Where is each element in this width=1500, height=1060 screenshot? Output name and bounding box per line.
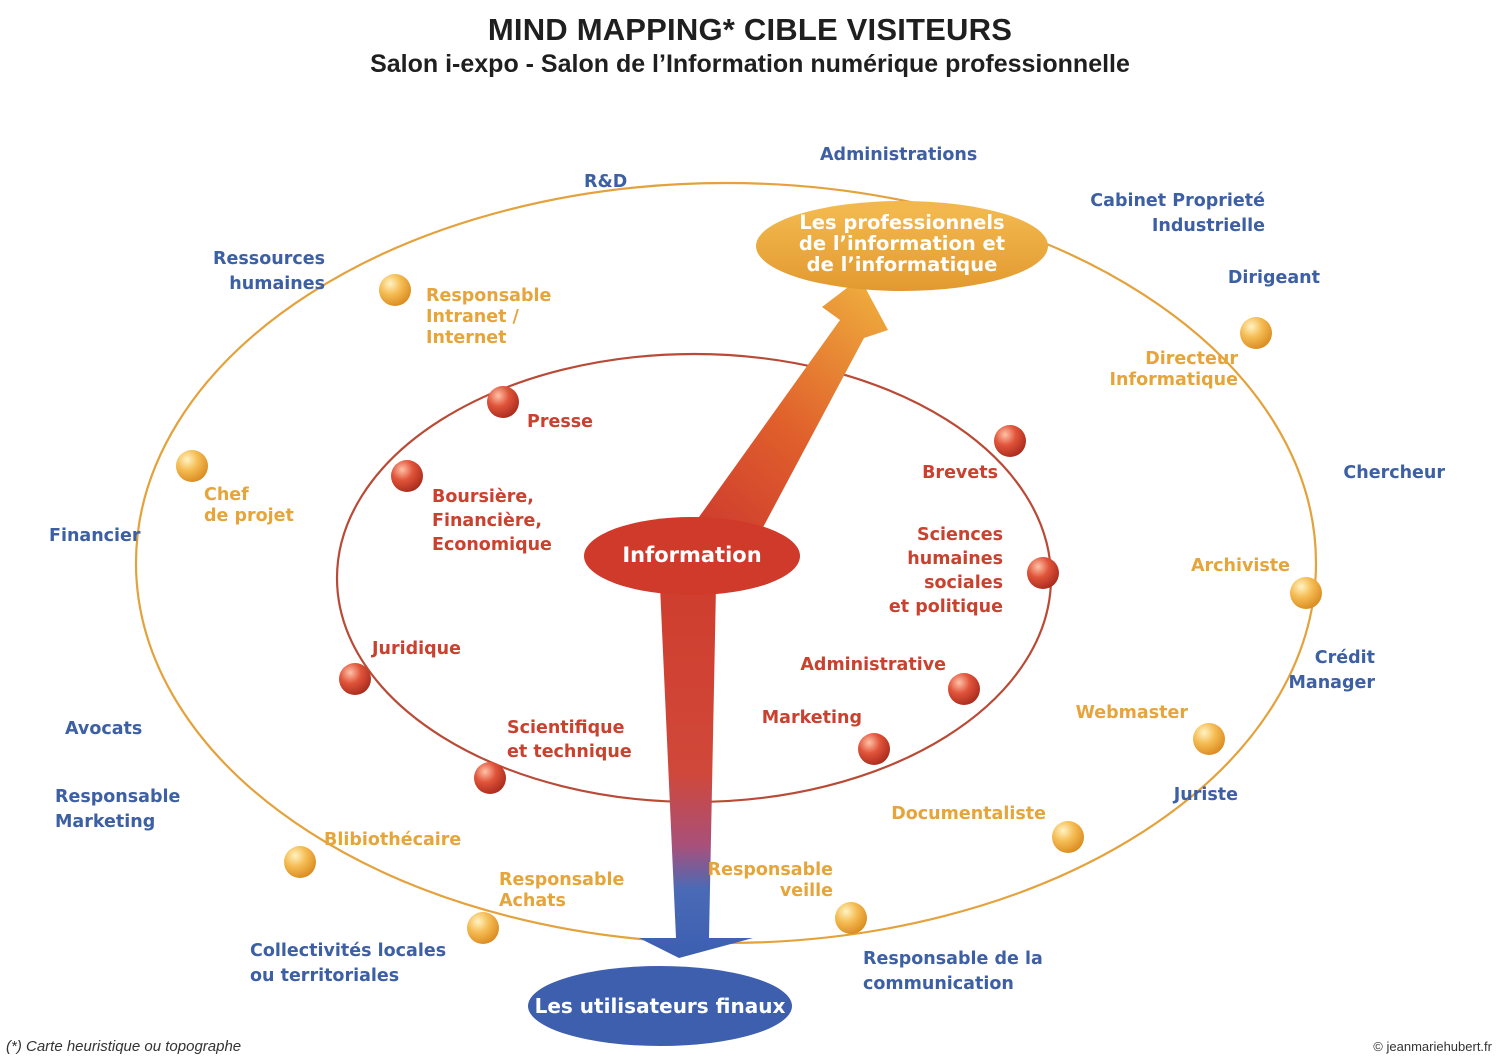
label-cabinet: Cabinet Proprieté Industrielle [1090, 191, 1265, 236]
label-chef-projet: Chef de projet [204, 485, 294, 526]
label-archiviste: Archiviste [1190, 556, 1290, 576]
label-marketing: Marketing [761, 708, 862, 728]
label-responsable-marketing: Responsable Marketing [55, 787, 181, 832]
label-administrations: Administrations [820, 145, 978, 165]
inner-ball [948, 673, 980, 705]
label-scientifique: Scientifique et technique [507, 718, 632, 762]
label-presse: Presse [527, 412, 594, 432]
footnote: (*) Carte heuristique ou topographe [6, 1038, 242, 1055]
outer-ball [467, 912, 499, 944]
inner-ball [1027, 557, 1059, 589]
label-financier: Financier [49, 526, 141, 546]
outer-ball [835, 902, 867, 934]
label-rd: R&D [584, 172, 628, 192]
label-chercheur: Chercheur [1343, 463, 1445, 483]
label-credit-manager: Crédit Manager [1288, 648, 1375, 693]
label-juriste: Juriste [1173, 785, 1238, 805]
end-users-node [528, 966, 792, 1046]
label-sciences: Sciences humaines sociales et politique [888, 525, 1003, 617]
professionals-label: Les professionnels de l’information et d… [798, 211, 1006, 276]
diagram-subtitle: Salon i-expo - Salon de l’Information nu… [370, 50, 1130, 78]
label-responsable-communication: Responsable de la communication [863, 949, 1043, 994]
outer-ball [1193, 723, 1225, 755]
label-dirigeant: Dirigeant [1227, 268, 1320, 288]
label-responsable-veille: Responsable veille [707, 860, 833, 901]
label-brevets: Brevets [922, 463, 998, 483]
label-collectivites: Collectivités locales ou territoriales [250, 941, 447, 986]
label-webmaster: Webmaster [1075, 703, 1188, 723]
inner-ball [339, 663, 371, 695]
inner-ball [391, 460, 423, 492]
label-responsable-intranet: Responsable Intranet / Internet [426, 286, 552, 348]
information-label: Information [622, 543, 762, 567]
outer-ball [176, 450, 208, 482]
end-users-label: Les utilisateurs finaux [534, 994, 786, 1018]
outer-ball [379, 274, 411, 306]
information-node [584, 517, 800, 595]
label-responsable-achats: Responsable Achats [499, 870, 625, 911]
label-avocats: Avocats [65, 719, 143, 739]
copyright: © jeanmariehubert.fr [1373, 1039, 1492, 1054]
inner-ball [858, 733, 890, 765]
label-documentaliste: Documentaliste [891, 804, 1046, 824]
diagram-title: MIND MAPPING* CIBLE VISITEURS [487, 12, 1013, 47]
label-bibliothecaire: Blibiothécaire [324, 830, 462, 850]
inner-ball [994, 425, 1026, 457]
inner-ball [474, 762, 506, 794]
inner-ball [487, 386, 519, 418]
arrow-down [639, 586, 753, 958]
label-juridique: Juridique [372, 639, 461, 659]
outer-ball [1240, 317, 1272, 349]
label-boursiere: Boursière, Financière, Economique [432, 487, 552, 555]
label-directeur-informatique: Directeur Informatique [1109, 349, 1239, 390]
arrow-up [694, 278, 888, 548]
label-administrative: Administrative [800, 655, 946, 675]
outer-ball [1290, 577, 1322, 609]
outer-ball [284, 846, 316, 878]
professionals-node [756, 201, 1048, 291]
label-ressources-humaines: Ressources humaines [213, 249, 325, 294]
outer-ball [1052, 821, 1084, 853]
